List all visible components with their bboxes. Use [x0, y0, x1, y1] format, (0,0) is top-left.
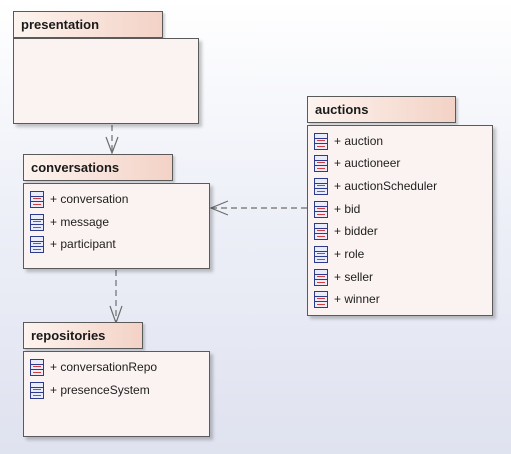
dependency-arrowhead	[105, 136, 119, 155]
class-name: + participant	[50, 237, 116, 251]
package-tab: presentation	[13, 11, 163, 38]
class-item[interactable]: + seller	[314, 268, 373, 286]
class-name: + auctioneer	[334, 156, 401, 170]
class-item[interactable]: + bidder	[314, 222, 378, 240]
class-name: + seller	[334, 270, 374, 284]
class-icon	[314, 290, 328, 308]
class-item[interactable]: + bid	[314, 200, 360, 218]
package-tab: auctions	[307, 96, 456, 123]
class-name: + presenceSystem	[50, 383, 150, 397]
class-item[interactable]: + auctionScheduler	[314, 177, 437, 195]
class-icon	[314, 200, 328, 218]
package-name: repositories	[31, 328, 106, 343]
class-name: + conversationRepo	[50, 360, 158, 374]
class-icon	[314, 245, 328, 263]
class-icon	[314, 222, 328, 240]
class-item[interactable]: + auction	[314, 132, 383, 150]
class-icon	[314, 268, 328, 286]
package-tab: repositories	[23, 322, 143, 349]
class-name: + conversation	[50, 192, 129, 206]
class-name: + auctionScheduler	[334, 179, 438, 193]
class-item[interactable]: + conversationRepo	[30, 358, 157, 376]
class-name: + role	[334, 247, 365, 261]
class-item[interactable]: + message	[30, 213, 109, 231]
class-icon	[30, 190, 44, 208]
class-icon	[30, 213, 44, 231]
class-icon	[314, 132, 328, 150]
class-name: + message	[50, 215, 110, 229]
class-item[interactable]: + auctioneer	[314, 154, 400, 172]
class-name: + bidder	[334, 224, 378, 238]
class-name: + winner	[334, 292, 380, 306]
class-item[interactable]: + role	[314, 245, 364, 263]
class-item[interactable]: + participant	[30, 235, 116, 253]
package-name: presentation	[21, 17, 100, 32]
class-item[interactable]: + conversation	[30, 190, 128, 208]
class-icon	[30, 381, 44, 399]
package-name: auctions	[315, 102, 369, 117]
class-item[interactable]: + presenceSystem	[30, 381, 150, 399]
package-tab: conversations	[23, 154, 173, 181]
class-icon	[314, 154, 328, 172]
package-body: + auction + auctioneer + auctionSchedule…	[307, 125, 493, 316]
class-icon	[30, 235, 44, 253]
dependency-arrowhead	[209, 200, 229, 216]
class-icon	[314, 177, 328, 195]
package-name: conversations	[31, 160, 120, 175]
package-body	[13, 38, 199, 124]
package-body: + conversation + message + participant	[23, 183, 210, 269]
class-name: + auction	[334, 134, 384, 148]
class-name: + bid	[334, 202, 361, 216]
class-icon	[30, 358, 44, 376]
package-body: + conversationRepo + presenceSystem	[23, 351, 210, 437]
class-item[interactable]: + winner	[314, 290, 380, 308]
